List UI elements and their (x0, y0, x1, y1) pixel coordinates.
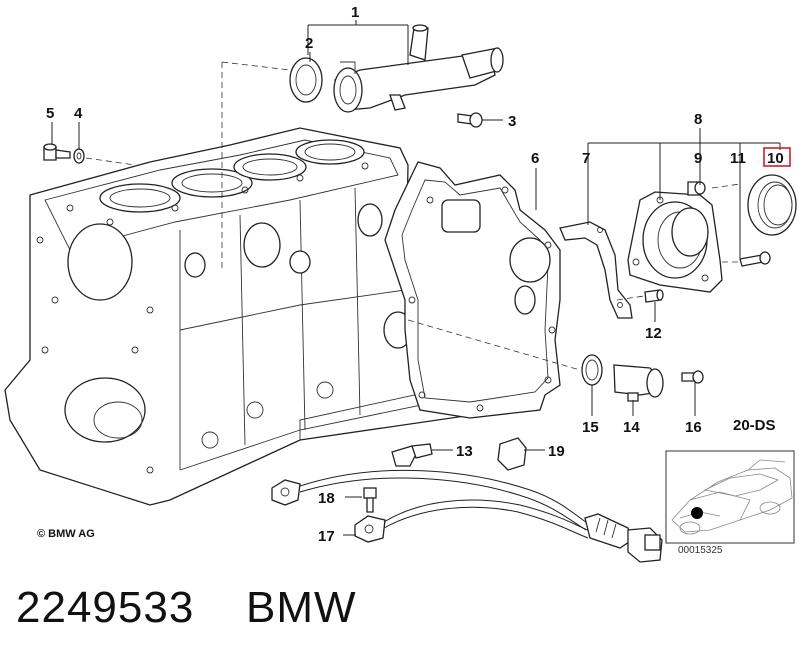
assembly-lines (85, 61, 741, 371)
seal-ring-part-15 (581, 354, 603, 386)
callout-18: 18 (318, 490, 335, 507)
callout-5: 5 (46, 105, 54, 122)
leader-lines (51, 20, 781, 536)
bolt-part-16 (681, 370, 704, 384)
dowel-part-12 (644, 289, 664, 303)
callout-11: 11 (730, 150, 746, 167)
gasket-part-7 (559, 221, 633, 319)
callout-2: 2 (305, 35, 313, 52)
part-number-text: 2249533 (16, 583, 195, 632)
vehicle-location-inset: 00015325 (665, 450, 795, 556)
bolt-part-13 (391, 443, 433, 467)
inset-code-label: 00015325 (678, 545, 723, 556)
callout-16: 16 (685, 419, 702, 436)
knock-sensor-harness (271, 469, 663, 563)
callout-10: 10 (767, 150, 784, 167)
shaft-seal-part-10 (747, 174, 797, 236)
callout-17: 17 (318, 528, 335, 545)
callout-7: 7 (582, 150, 590, 167)
callout-12: 12 (645, 325, 662, 342)
callout-19: 19 (548, 443, 565, 460)
copyright-label: © BMW AG (37, 528, 95, 540)
callout-9: 9 (694, 150, 702, 167)
bolt-part-5 (43, 143, 71, 161)
engine-block-drawing (4, 127, 473, 506)
callout-15: 15 (582, 419, 599, 436)
callout-14: 14 (623, 419, 640, 436)
callout-10-highlight-box (763, 147, 791, 167)
cap-part-19 (497, 437, 527, 471)
end-plate-part-6 (384, 161, 561, 419)
callout-13: 13 (456, 443, 473, 460)
bolt-part-3 (457, 112, 483, 128)
washer-part-4 (73, 148, 85, 164)
callout-3: 3 (508, 113, 516, 130)
bolt-part-11 (739, 251, 771, 267)
callout-4: 4 (74, 105, 83, 122)
callout-6: 6 (531, 150, 539, 167)
callout-8: 8 (694, 111, 702, 128)
location-marker-dot (691, 507, 703, 519)
model-code-label: 20-DS (733, 417, 776, 434)
callout-1: 1 (351, 4, 359, 21)
bolt-part-9 (687, 181, 706, 196)
adapter-part-14 (613, 364, 664, 402)
seal-carrier-part-8 (627, 191, 723, 293)
callout-labels: 1 2 3 5 4 6 7 8 9 11 10 12 15 14 16 20-D… (46, 4, 791, 545)
brand-text: BMW (246, 583, 357, 632)
screw-part-18 (363, 487, 377, 513)
water-pipe-part (333, 24, 504, 113)
o-ring-part-2 (289, 57, 323, 103)
